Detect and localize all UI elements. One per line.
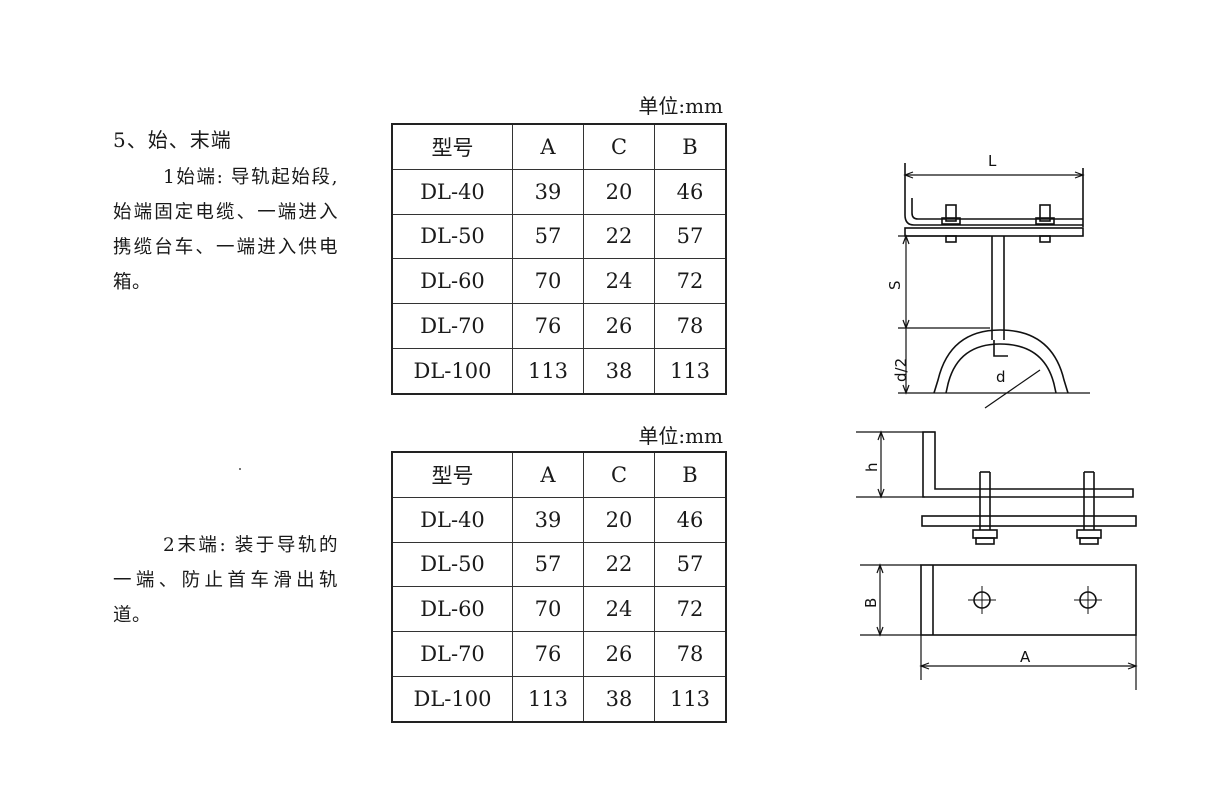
- unit-label: 单位:mm: [638, 424, 723, 448]
- table-row: DL-60 70 24 72: [391, 586, 727, 633]
- cell-c: 22: [583, 541, 655, 588]
- start-end-spec-table: 型号 A C B DL-40 39 20 46 DL-50 57 22 57 D…: [391, 123, 727, 395]
- header-c: C: [583, 123, 655, 170]
- cell-b: 113: [654, 675, 727, 723]
- scan-speck: [239, 468, 241, 470]
- cell-b: 46: [654, 168, 727, 215]
- cell-a: 113: [512, 347, 584, 395]
- cell-c: 26: [583, 303, 655, 349]
- cell-b: 57: [654, 213, 727, 260]
- dim-label-h: h: [863, 462, 881, 472]
- cell-model: DL-40: [391, 496, 513, 543]
- cell-a: 113: [512, 675, 584, 723]
- cell-c: 24: [583, 586, 655, 633]
- cell-a: 70: [512, 258, 584, 305]
- cell-c: 26: [583, 631, 655, 677]
- header-a: A: [512, 123, 584, 170]
- dim-label-a: A: [1020, 648, 1031, 666]
- table-row: DL-40 39 20 46: [391, 496, 727, 543]
- cell-b: 113: [654, 347, 727, 395]
- cell-a: 76: [512, 631, 584, 677]
- table-row: DL-100 113 38 113: [391, 675, 727, 723]
- cell-model: DL-40: [391, 168, 513, 215]
- cell-a: 57: [512, 541, 584, 588]
- table-header-row: 型号 A C B: [391, 123, 727, 170]
- header-model: 型号: [391, 123, 513, 170]
- cell-c: 38: [583, 675, 655, 723]
- cell-c: 22: [583, 213, 655, 260]
- cell-b: 78: [654, 303, 727, 349]
- dim-label-d: d: [996, 368, 1006, 386]
- table-header-row: 型号 A C B: [391, 451, 727, 498]
- table-row: DL-60 70 24 72: [391, 258, 727, 305]
- dim-label-b: B: [862, 598, 880, 608]
- header-c: C: [583, 451, 655, 498]
- cell-a: 57: [512, 213, 584, 260]
- terminal-end-plan-view: [860, 563, 1138, 690]
- cell-c: 24: [583, 258, 655, 305]
- dim-label-s: S: [886, 280, 904, 290]
- header-model: 型号: [391, 451, 513, 498]
- section-heading: 5、始、末端: [113, 128, 232, 152]
- dim-label-d-half: d/2: [892, 358, 910, 382]
- start-end-drawing: [898, 163, 1090, 409]
- cell-a: 39: [512, 168, 584, 215]
- start-end-description: 1始端: 导轨起始段, 始端固定电缆、一端进入携缆台车、一端进入供电箱。: [113, 167, 338, 293]
- cell-b: 46: [654, 496, 727, 543]
- header-a: A: [512, 451, 584, 498]
- cell-b: 72: [654, 586, 727, 633]
- table-row: DL-70 76 26 78: [391, 631, 727, 677]
- dim-label-l: L: [988, 152, 997, 170]
- unit-label: 单位:mm: [638, 94, 723, 118]
- cell-a: 39: [512, 496, 584, 543]
- cell-model: DL-70: [391, 303, 513, 349]
- terminal-end-description: 2末端: 装于导轨的一端、防止首车滑出轨道。: [113, 535, 338, 626]
- cell-model: DL-60: [391, 258, 513, 305]
- terminal-end-spec-table: 型号 A C B DL-40 39 20 46 DL-50 57 22 57 D…: [391, 451, 727, 723]
- header-b: B: [654, 123, 727, 170]
- cell-model: DL-100: [391, 347, 513, 395]
- header-b: B: [654, 451, 727, 498]
- cell-b: 72: [654, 258, 727, 305]
- cell-c: 38: [583, 347, 655, 395]
- table-row: DL-100 113 38 113: [391, 347, 727, 395]
- cell-model: DL-70: [391, 631, 513, 677]
- terminal-end-side-view: [856, 430, 1137, 545]
- cell-c: 20: [583, 496, 655, 543]
- cell-b: 57: [654, 541, 727, 588]
- table-row: DL-50 57 22 57: [391, 213, 727, 260]
- cell-model: DL-100: [391, 675, 513, 723]
